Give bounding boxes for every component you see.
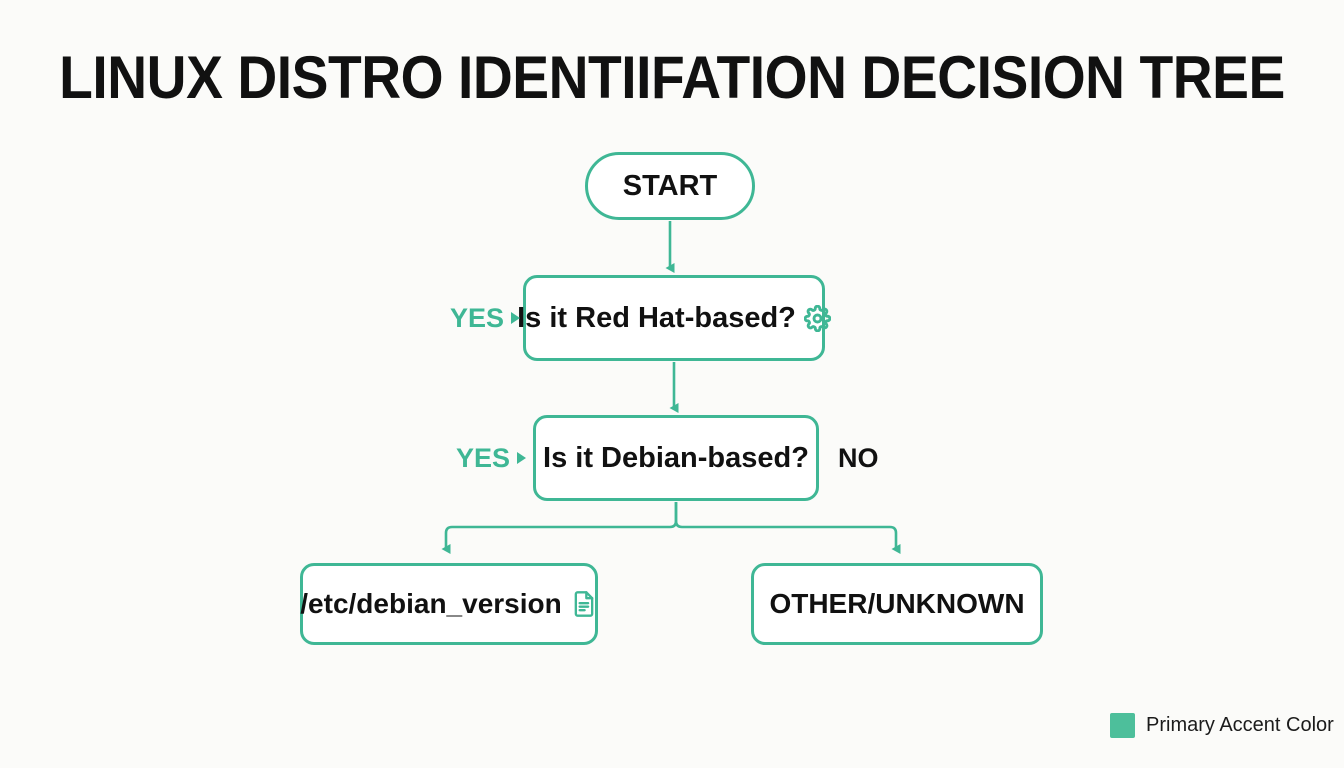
edge-label-yes-redhat: YES [450, 303, 521, 333]
edge-label-no-debian: NO [838, 443, 879, 473]
node-other-label: OTHER/UNKNOWN [769, 588, 1025, 619]
legend-label: Primary Accent Color [1146, 714, 1334, 736]
edge-debian-to-debver [441, 502, 678, 554]
node-start[interactable]: START [585, 152, 755, 220]
triangle-right-icon [511, 312, 521, 324]
edge-label-yes-debian: YES [456, 443, 527, 473]
node-start-label: START [622, 169, 718, 202]
edge-label-yes-redhat-text: YES [450, 303, 505, 333]
legend: Primary Accent Color [1110, 713, 1334, 738]
edge-label-yes-debian-text: YES [456, 443, 511, 473]
node-is-red-hat-based[interactable]: Is it Red Hat-based? [517, 275, 831, 361]
edge-debian-to-other [674, 502, 901, 554]
node-debver-label: /etc/debian_version [300, 588, 562, 619]
node-debian-label: Is it Debian-based? [543, 441, 809, 474]
page-title: LINUX DISTRO IDENTIIFATION DECISION TREE [59, 44, 1285, 111]
triangle-right-icon [517, 452, 527, 464]
legend-color-swatch [1110, 713, 1135, 738]
node-is-debian-based[interactable]: Is it Debian-based? [533, 415, 819, 501]
gear-icon [803, 304, 831, 332]
node-redhat-label: Is it Red Hat-based? [517, 301, 796, 334]
document-icon [570, 590, 598, 618]
edge-label-no-debian-text: NO [838, 443, 879, 473]
node-etc-debian-version[interactable]: /etc/debian_version [300, 563, 598, 645]
node-other-unknown[interactable]: OTHER/UNKNOWN [751, 563, 1043, 645]
